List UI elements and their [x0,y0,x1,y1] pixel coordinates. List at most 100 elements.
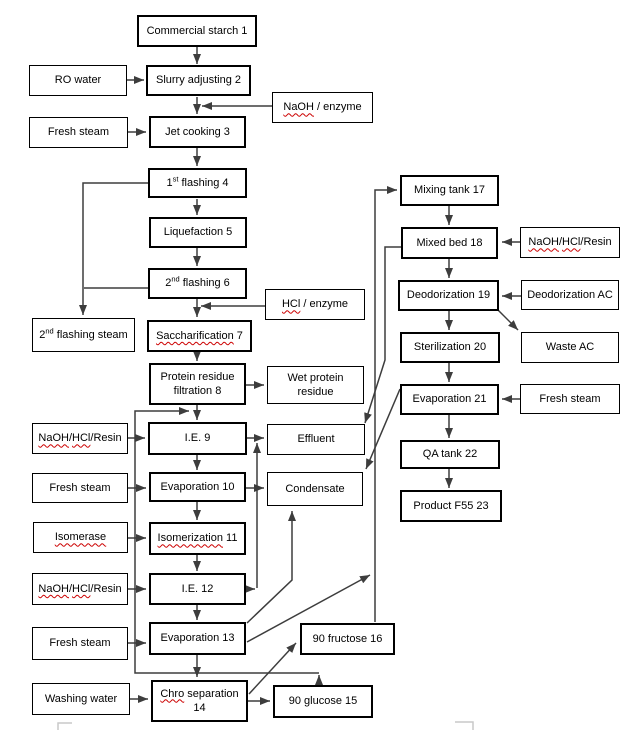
box-label: HCl / enzyme [282,297,348,311]
misspelled-word: Saccharification [156,329,234,342]
box-label: Fresh steam [49,481,111,494]
label-part: 7 [233,329,243,342]
input-washing-water: Washing water [32,683,130,715]
box-label: Fresh steam [47,126,110,139]
box-label: Slurry adjusting 2 [156,74,241,87]
box-label: Mixed bed 18 [416,236,483,249]
node-qa-tank: QA tank 22 [400,440,500,469]
node-ie-12: I.E. 12 [149,573,246,605]
box-label: NaOH/HCl/Resin [528,235,611,249]
node-protein-residue-filtration: Protein residue filtration 8 [149,363,246,405]
input-fresh-steam-1: Fresh steam [29,117,128,148]
input-fresh-steam-2: Fresh steam [32,473,128,503]
box-label: Jet cooking 3 [165,125,230,138]
label-part: /Resin [580,236,612,249]
box-label: Saccharification 7 [156,329,243,343]
box-label: Waste AC [545,341,595,354]
node-jet-cooking: Jet cooking 3 [149,116,246,148]
label-part: flashing 6 [179,277,230,290]
misspelled-word: HCl [72,432,91,445]
label-part: /Resin [90,582,122,595]
node-first-flashing: 1st flashing 4 [148,168,247,198]
box-label: Deodorization 19 [406,289,491,302]
label-part: flashing 4 [178,176,229,189]
input-naoh-enzyme: NaOH / enzyme [272,92,373,123]
label-part: 2 [39,328,46,341]
node-90-fructose: 90 fructose 16 [300,623,395,655]
misspelled-word: Isomerase [54,531,107,544]
box-label: 90 glucose 15 [288,695,358,708]
misspelled-word: HCl [281,298,301,311]
output-waste-ac: Waste AC [521,332,619,363]
node-mixing-tank: Mixing tank 17 [400,175,499,206]
input-ro-water: RO water [29,65,127,96]
misspelled-word: NaOH [38,432,69,445]
node-sterilization: Sterilization 20 [400,332,500,363]
box-label: Isomerization 11 [158,531,238,545]
output-condensate: Condensate [267,472,363,506]
box-label: Condensate [285,482,345,495]
input-hcl-enzyme: HCl / enzyme [265,289,365,320]
ordinal-superscript: nd [45,326,54,336]
box-label: 2nd flashing 6 [165,274,230,290]
box-label: Liquefaction 5 [163,226,233,239]
misspelled-word: Chro [160,687,185,700]
output-wet-protein-residue: Wet protein residue [267,366,364,404]
node-slurry-adjusting: Slurry adjusting 2 [146,65,251,96]
box-label: Washing water [44,692,118,705]
box-label: Fresh steam [49,637,111,650]
flashing-steam-lines [79,182,148,315]
input-isomerase: Isomerase [33,522,128,553]
box-label: Product F55 23 [413,499,489,512]
box-label: Evaporation 10 [160,480,235,493]
box-label-line2: filtration 8 [173,385,222,397]
label-part: / enzyme [313,101,362,114]
label-part: 2 [165,277,172,290]
node-isomerization: Isomerization 11 [149,522,246,555]
box-label: 2nd flashing steam [39,326,127,342]
input-fresh-steam-3: Fresh steam [32,627,128,660]
node-mixed-bed: Mixed bed 18 [401,227,498,259]
node-liquefaction: Liquefaction 5 [149,217,247,248]
output-second-flashing-steam: 2nd flashing steam [32,318,135,352]
input-naoh-hcl-resin-2: NaOH/HCl/Resin [32,573,128,605]
box-label: QA tank 22 [422,448,478,461]
node-ie-9: I.E. 9 [148,422,247,455]
misspelled-word: HCl [562,236,581,249]
box-label: Mixing tank 17 [414,184,485,197]
node-deodorization: Deodorization 19 [398,280,499,311]
box-label-line1: Chro separation [160,687,238,701]
box-label: Sterilization 20 [413,341,487,354]
box-label-line1: Protein residue [160,370,235,383]
box-label: Fresh steam [539,392,601,405]
box-label: 90 fructose 16 [312,632,383,645]
box-label-line2: residue [297,386,334,398]
box-label: NaOH/HCl/Resin [38,431,121,445]
box-label: Isomerase [55,530,106,544]
label-part: /Resin [90,432,122,445]
box-label-line1: Wet protein [287,371,344,384]
node-evaporation-13: Evaporation 13 [149,622,246,655]
input-deodorization-ac: Deodorization AC [521,280,619,310]
node-90-glucose: 90 glucose 15 [273,685,373,718]
box-label: RO water [54,74,102,87]
label-part: separation [184,687,239,700]
label-part: 1 [166,176,173,189]
output-effluent: Effluent [267,424,365,455]
node-product-f55: Product F55 23 [400,490,502,522]
input-naoh-hcl-resin-1: NaOH/HCl/Resin [32,423,128,454]
misspelled-word: NaOH [38,582,69,595]
node-saccharification: Saccharification 7 [147,320,252,352]
misspelled-word: NaOH [283,101,314,114]
box-label: NaOH/HCl/Resin [38,582,121,596]
label-part: / [68,582,73,595]
label-part: 11 [222,532,238,545]
misspelled-word: Isomerization [157,532,223,545]
label-part: / [68,432,73,445]
ordinal-superscript: st [172,174,179,184]
box-label: Evaporation 21 [412,393,487,406]
box-label: I.E. 9 [184,432,211,445]
ordinal-superscript: nd [171,274,180,284]
